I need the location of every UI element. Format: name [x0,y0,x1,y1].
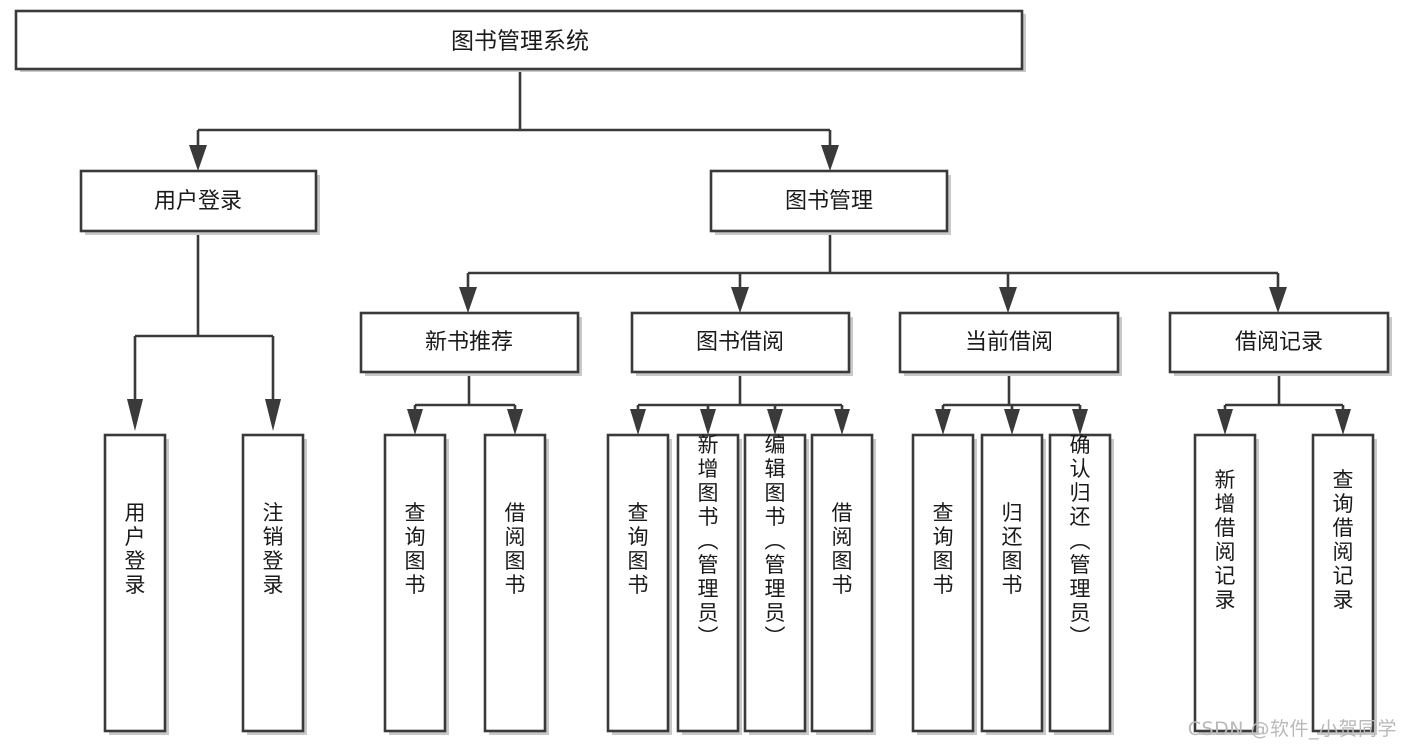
arrow-borrow-leaf-2 [700,409,716,435]
leaf-box[interactable] [676,433,740,733]
arrow-borrow-leaf-1 [630,409,646,435]
arrow-current-leaf-2 [1004,409,1020,435]
node-book-management[interactable]: 图书管理 [709,169,951,235]
leaf-user-login-logout[interactable]: 注销登录 [241,433,307,735]
arrow-borrow-leaf-3 [767,409,783,435]
leaf-box[interactable] [241,433,305,733]
book-management-box[interactable] [709,169,949,233]
leaf-label: 借阅图书 [505,501,526,597]
arrow-current-leaf-3 [1072,409,1088,435]
arrow-root-to-user-login [189,145,207,171]
book-borrow-label: 图书借阅 [696,330,784,355]
leaf-borrow-borrow-book[interactable]: 借阅图书 [810,433,876,735]
arrow-record-leaf-1 [1217,409,1233,435]
arrow-record-leaf-2 [1335,409,1351,435]
arrow-user-login-leaf-2 [265,399,281,431]
leaf-borrow-query-book[interactable]: 查询图书 [606,433,672,735]
leaf-box[interactable] [810,433,874,733]
leaf-box[interactable] [606,433,670,733]
leaf-box[interactable] [383,433,447,733]
node-current-borrow[interactable]: 当前借阅 [898,311,1122,376]
arrow-new-book-leaf-1 [407,409,423,435]
leaf-current-query-book[interactable]: 查询图书 [911,433,977,735]
leaf-box[interactable] [743,433,807,733]
leaf-box[interactable] [103,433,167,733]
leaf-label: 新增借阅记录 [1215,468,1236,612]
leaf-record-add-record[interactable]: 新增借阅记录 [1193,433,1259,735]
arrow-borrow-leaf-4 [834,409,850,435]
root-box[interactable] [14,9,1024,71]
leaf-box[interactable] [1048,433,1112,733]
leaf-borrow-add-book[interactable]: 新增图书︵管理员︶ [676,433,742,735]
new-book-recommend-label: 新书推荐 [425,330,513,355]
arrow-book-mgmt-to-new-book [459,287,477,313]
csdn-watermark: CSDN @软件_小贺同学 [1187,718,1397,740]
leaf-label: 新增图书︵管理员︶ [698,433,719,649]
user-login-box[interactable] [79,169,318,233]
new-book-recommend-box[interactable] [359,311,580,374]
leaf-box[interactable] [1193,433,1257,733]
arrow-root-to-book-mgmt [821,145,839,171]
leaf-current-confirm-return[interactable]: 确认归还︵管理员︶ [1048,433,1114,735]
leaf-record-query-record[interactable]: 查询借阅记录 [1311,433,1377,735]
borrow-record-label: 借阅记录 [1235,330,1323,355]
node-book-borrow[interactable]: 图书借阅 [630,311,853,376]
leaf-label: 用户登录 [125,501,146,597]
book-management-label: 图书管理 [785,189,873,214]
leaf-borrow-edit-book[interactable]: 编辑图书︵管理员︶ [743,433,809,735]
node-borrow-record[interactable]: 借阅记录 [1168,311,1392,376]
leaf-label: 查询图书 [405,501,426,597]
arrow-book-mgmt-to-borrow [731,287,749,313]
leaf-new-book-borrow[interactable]: 借阅图书 [483,433,549,735]
borrow-record-box[interactable] [1168,311,1390,374]
leaf-box[interactable] [911,433,975,733]
user-login-label: 用户登录 [154,189,242,214]
leaf-current-return-book[interactable]: 归还图书 [980,433,1046,735]
node-new-book-recommend[interactable]: 新书推荐 [359,311,582,376]
leaf-box[interactable] [483,433,547,733]
arrow-user-login-leaf-1 [127,399,143,431]
arrow-current-leaf-1 [935,409,951,435]
leaf-label: 借阅图书 [832,501,853,597]
arrow-book-mgmt-to-record [1269,287,1287,313]
book-borrow-box[interactable] [630,311,851,374]
arrow-book-mgmt-to-current [999,287,1017,313]
leaf-label: 查询图书 [628,501,649,597]
arrow-new-book-leaf-2 [507,409,523,435]
leaf-box[interactable] [1311,433,1375,733]
leaf-label: 查询借阅记录 [1333,468,1354,612]
node-user-login[interactable]: 用户登录 [79,169,320,235]
leaf-label: 编辑图书︵管理员︶ [765,433,786,649]
leaf-label: 查询图书 [933,501,954,597]
leaf-label: 归还图书 [1002,501,1023,597]
leaf-new-book-query[interactable]: 查询图书 [383,433,449,735]
root-label: 图书管理系统 [451,29,589,55]
leaf-box[interactable] [980,433,1044,733]
leaf-label: 确认归还︵管理员︶ [1070,433,1091,649]
current-borrow-label: 当前借阅 [965,330,1053,355]
leaf-label: 注销登录 [263,501,284,597]
leaf-user-login-login[interactable]: 用户登录 [103,433,169,735]
node-root-system[interactable]: 图书管理系统 [14,9,1026,72]
current-borrow-box[interactable] [898,311,1120,374]
connector-layer [127,70,1351,435]
